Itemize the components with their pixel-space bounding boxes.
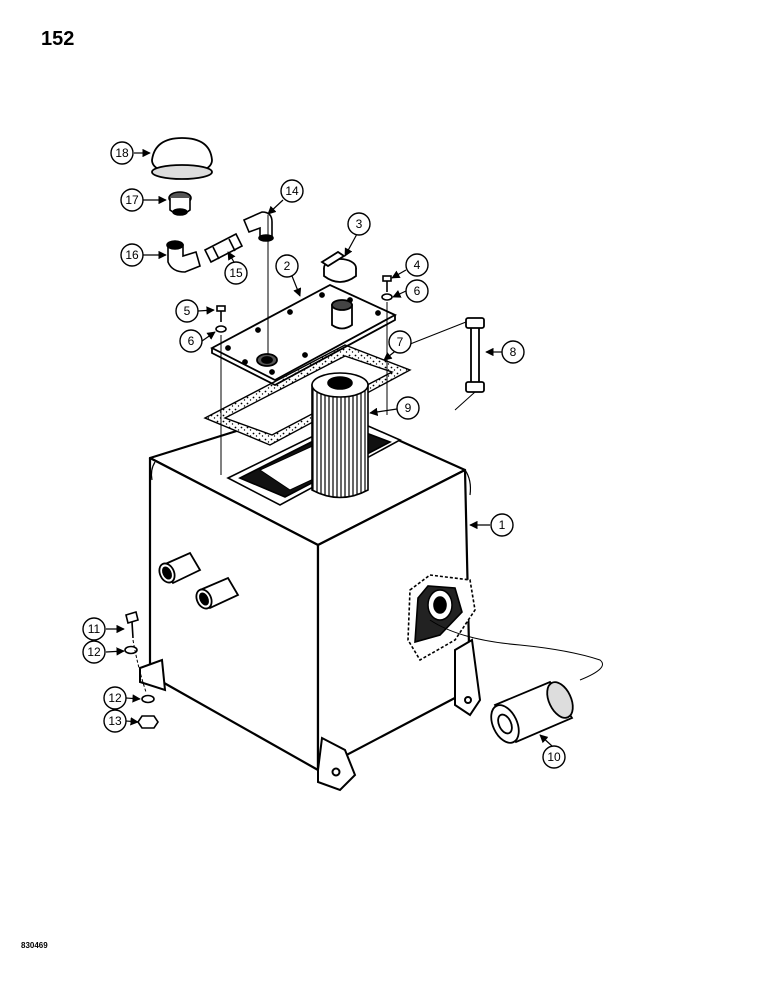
callout-8: 8 — [501, 340, 525, 364]
callout-6-right: 6 — [405, 279, 429, 303]
svg-text:13: 13 — [108, 714, 122, 728]
svg-text:12: 12 — [108, 691, 122, 705]
return-filter — [311, 372, 369, 499]
side-ports — [158, 551, 240, 610]
svg-text:6: 6 — [188, 334, 195, 348]
svg-text:10: 10 — [547, 750, 561, 764]
svg-text:18: 18 — [115, 146, 129, 160]
callout-10: 10 — [542, 745, 566, 769]
hardware — [124, 275, 393, 729]
svg-text:8: 8 — [510, 345, 517, 359]
svg-text:12: 12 — [87, 645, 101, 659]
breather-adapter — [168, 191, 192, 216]
callout-13: 13 — [103, 709, 127, 733]
callout-leaders — [105, 148, 553, 747]
sight-gauge — [465, 317, 485, 393]
svg-text:14: 14 — [285, 184, 299, 198]
callout-3: 3 — [347, 212, 371, 236]
svg-text:15: 15 — [229, 266, 243, 280]
cover-plate — [210, 283, 398, 387]
page-number: 152 — [41, 28, 75, 50]
nipple-15 — [203, 232, 244, 264]
callout-2: 2 — [275, 254, 299, 278]
svg-text:11: 11 — [88, 622, 101, 636]
callout-12-lower: 12 — [103, 686, 127, 710]
elbow-14 — [242, 211, 274, 242]
suction-strainer — [490, 680, 574, 744]
callout-4: 4 — [405, 253, 429, 277]
callout-14: 14 — [280, 179, 304, 203]
callout-17: 17 — [120, 188, 144, 212]
svg-text:17: 17 — [125, 193, 139, 207]
callout-7: 7 — [388, 330, 412, 354]
tank-cutaway — [407, 574, 603, 681]
svg-text:6: 6 — [414, 284, 421, 298]
callout-15: 15 — [224, 261, 248, 285]
svg-text:3: 3 — [356, 217, 363, 231]
callout-18: 18 — [110, 141, 134, 165]
elbow-16 — [166, 240, 201, 273]
svg-text:5: 5 — [184, 304, 191, 318]
svg-text:1: 1 — [499, 518, 506, 532]
callout-6-left: 6 — [179, 329, 203, 353]
callout-1: 1 — [490, 513, 514, 537]
callout-12-upper: 12 — [82, 640, 106, 664]
mounting-feet — [139, 638, 482, 792]
drawing-code: 830469 — [21, 941, 48, 950]
filler-cap — [320, 250, 357, 283]
svg-text:4: 4 — [414, 258, 421, 272]
callout-11: 11 — [82, 617, 106, 641]
callout-5: 5 — [175, 299, 199, 323]
svg-text:16: 16 — [125, 248, 139, 262]
svg-text:7: 7 — [397, 335, 404, 349]
breather-cap — [151, 137, 213, 180]
callouts: 1 2 3 4 5 6 6 7 8 9 10 11 12 12 13 14 15… — [82, 141, 566, 769]
callout-16: 16 — [120, 243, 144, 267]
svg-text:9: 9 — [405, 401, 412, 415]
callout-9: 9 — [396, 396, 420, 420]
svg-text:2: 2 — [284, 259, 291, 273]
